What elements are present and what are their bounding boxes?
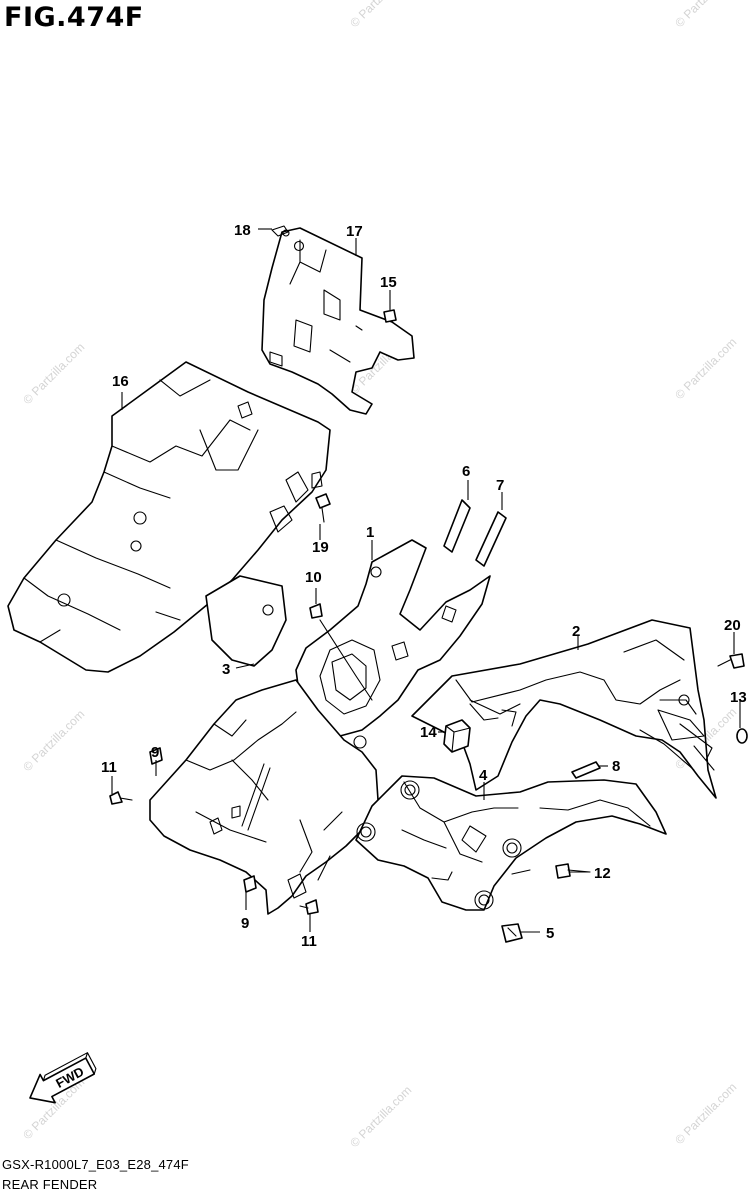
callout-12: 12 — [594, 865, 611, 882]
part-8-strip — [571, 761, 601, 779]
figure-title: FIG.474F — [4, 2, 144, 33]
callout-20: 20 — [724, 617, 741, 634]
callout-15: 15 — [380, 274, 397, 291]
watermark: © Partzilla.com — [672, 0, 739, 30]
callout-labels: 1 2 3 4 5 6 7 8 9 9 10 11 11 12 13 14 15… — [101, 222, 747, 950]
part-2-tail-fender — [411, 619, 717, 799]
callout-11: 11 — [101, 759, 117, 776]
callout-19: 19 — [312, 539, 329, 556]
part-6-strip — [443, 499, 471, 553]
callout-3: 3 — [222, 661, 230, 678]
watermark: © Partzilla.com — [672, 1080, 739, 1147]
part-4-lower-fender — [355, 775, 667, 911]
watermark: © Partzilla.com — [347, 0, 414, 30]
callout-9: 9 — [151, 744, 159, 761]
callout-13: 13 — [730, 689, 747, 706]
callout-4: 4 — [479, 767, 488, 784]
callout-2: 2 — [572, 623, 580, 640]
callout-11b: 11 — [301, 933, 317, 950]
part-7-strip — [475, 511, 507, 567]
part-1-frame-bracket — [295, 539, 491, 737]
leader-lines — [111, 228, 741, 933]
part-17-bracket — [261, 227, 415, 415]
section-name: REAR FENDER — [2, 1177, 98, 1192]
watermark: © Partzilla.com — [20, 340, 87, 407]
part-3-mud-flap — [205, 575, 287, 667]
callout-8: 8 — [612, 758, 620, 775]
callout-16: 16 — [112, 373, 129, 390]
watermark: © Partzilla.com — [20, 707, 87, 774]
callout-9b: 9 — [241, 915, 249, 932]
callout-6: 6 — [462, 463, 470, 480]
callout-5: 5 — [546, 925, 554, 942]
callout-17: 17 — [346, 223, 363, 240]
fasteners — [109, 225, 748, 943]
watermark: © Partzilla.com — [672, 335, 739, 402]
callout-18: 18 — [234, 222, 251, 239]
fwd-direction-arrow: FWD — [29, 1052, 97, 1104]
callout-10: 10 — [305, 569, 322, 586]
part-16-rear-fender-inner — [7, 361, 331, 673]
frame-lower-body — [149, 679, 379, 915]
callout-1: 1 — [366, 524, 374, 541]
callout-7: 7 — [496, 477, 504, 494]
watermark: © Partzilla.com — [347, 1083, 414, 1150]
part-14-block — [443, 719, 471, 753]
callout-14: 14 — [420, 724, 437, 741]
model-code: GSX-R1000L7_E03_E28_474F — [2, 1157, 189, 1172]
